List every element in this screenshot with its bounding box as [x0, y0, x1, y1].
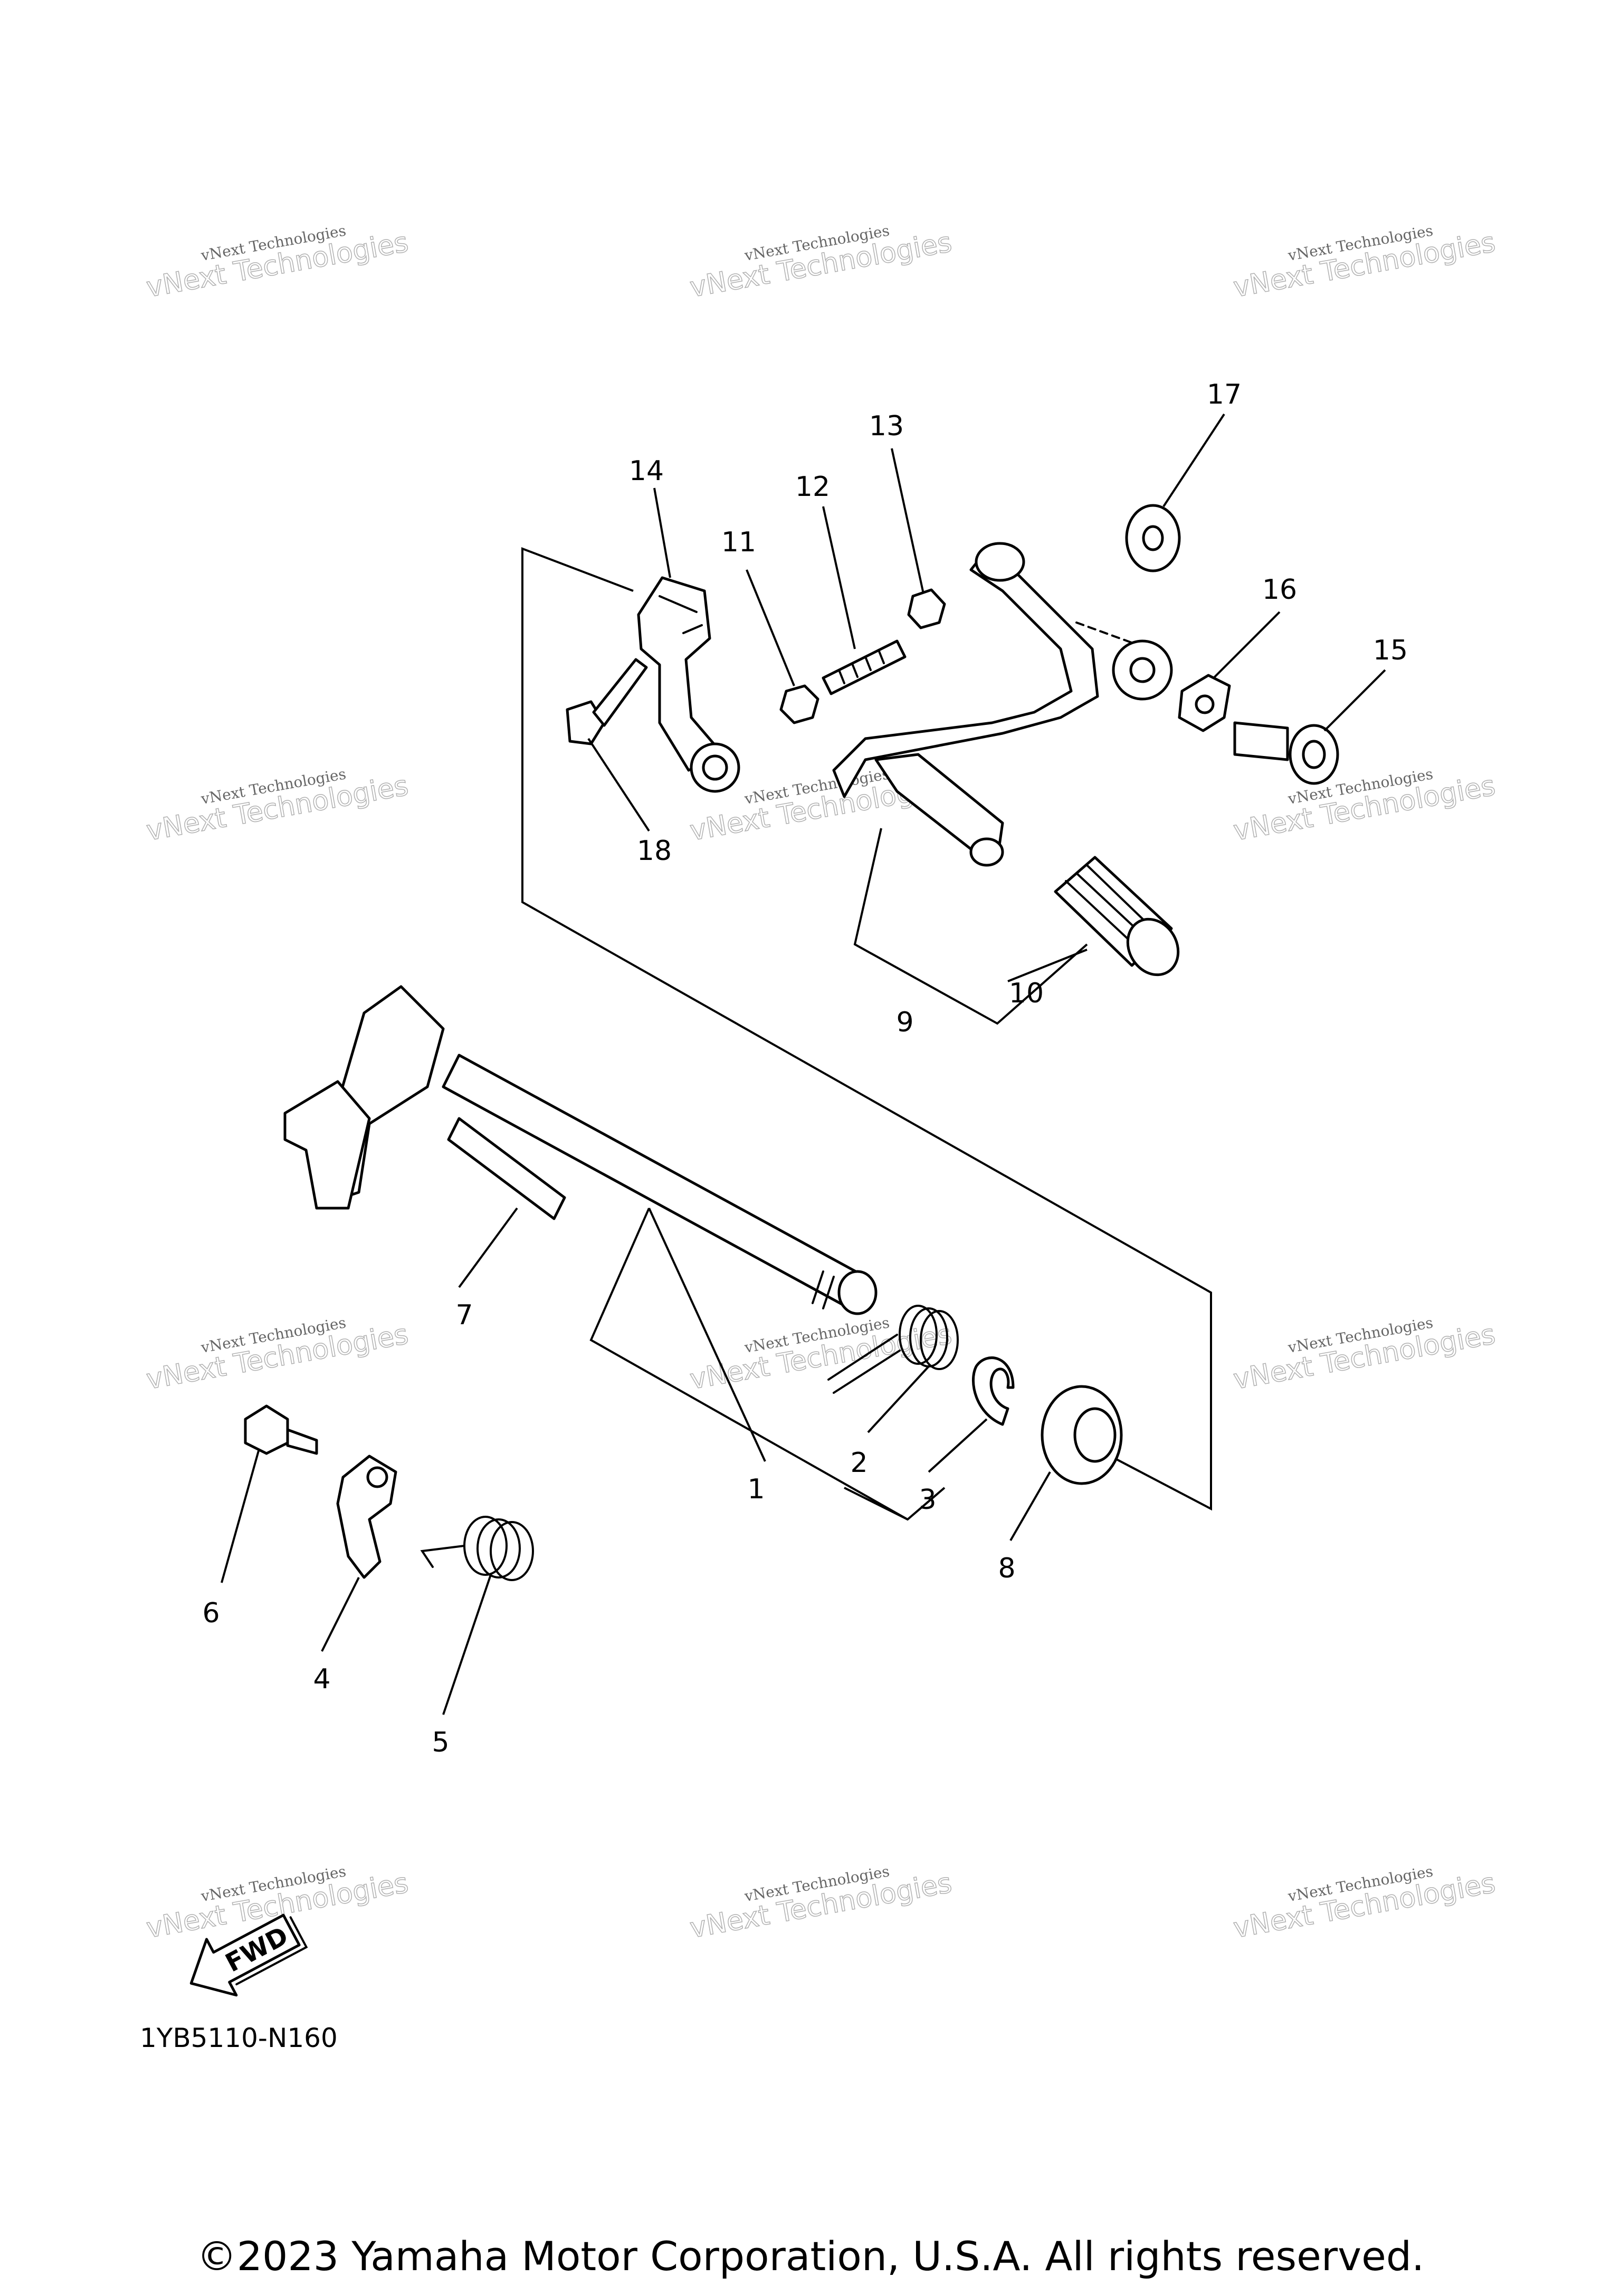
callout-labels: 1 2 3 4 5 6 7 8 9 10 11 12 13 14 15 16 1… [202, 379, 1408, 1758]
pedal-bracket-line [853, 828, 1088, 1025]
part-5-spring [420, 1516, 534, 1581]
watermark: vNext Technologies vNext Technologies [687, 222, 955, 304]
callout-4: 4 [313, 1663, 330, 1695]
part-4-stopper-lever [336, 1455, 397, 1579]
callout-6: 6 [202, 1597, 220, 1629]
callout-3: 3 [919, 1484, 936, 1516]
part-16-circlip [1178, 674, 1231, 732]
part-12-tie-rod [822, 639, 907, 695]
callout-5: 5 [432, 1727, 449, 1758]
upper-assembly-frame [521, 547, 1212, 1511]
callout-17: 17 [1207, 379, 1242, 410]
watermark: vNext Technologies vNext Technologies [1231, 1314, 1498, 1396]
callout-10: 10 [1009, 978, 1044, 1009]
part-6-bolt [244, 1404, 318, 1455]
callout-14: 14 [629, 455, 664, 487]
part-1-shift-shaft [283, 985, 878, 1315]
watermark: vNext Technologies vNext Technologies [144, 222, 411, 304]
part-11-nut [779, 684, 819, 724]
watermark: vNext Technologies vNext Technologies [1231, 1862, 1498, 1945]
part-18-bolt [566, 658, 648, 745]
callout-13: 13 [869, 410, 904, 442]
part-7-pin [447, 1117, 566, 1220]
part-3-e-clip [971, 1356, 1015, 1426]
spring-bracket-line [844, 1487, 946, 1521]
part-9-shift-pedal [832, 542, 1173, 867]
part-15-pivot-bolt [1233, 721, 1339, 785]
watermark: vNext Technologies vNext Technologies [687, 1862, 955, 1945]
part-14-shift-arm [637, 576, 740, 793]
callout-18: 18 [637, 835, 672, 867]
callout-1: 1 [747, 1474, 765, 1505]
callout-7: 7 [455, 1299, 473, 1331]
callout-12: 12 [795, 471, 830, 503]
watermark: vNext Technologies vNext Technologies [1231, 765, 1498, 847]
callout-9: 9 [896, 1007, 913, 1038]
copyright-notice: ©2023 Yamaha Motor Corporation, U.S.A. A… [196, 2233, 1425, 2280]
callout-2: 2 [850, 1447, 867, 1479]
lower-assembly-frame [589, 1208, 908, 1520]
leader-lines [221, 413, 1386, 1715]
watermark: vNext Technologies vNext Technologies [144, 1314, 411, 1396]
drawing-code: 1YB5110-N160 [140, 2023, 338, 2053]
callout-15: 15 [1373, 635, 1408, 666]
part-13-nut [907, 588, 946, 629]
watermark: vNext Technologies vNext Technologies [1231, 222, 1498, 304]
part-17-washer [1125, 504, 1181, 572]
callout-11: 11 [721, 527, 756, 558]
part-10-pedal-rubber [1054, 856, 1180, 977]
callout-8: 8 [998, 1553, 1015, 1584]
watermark: vNext Technologies vNext Technologies [144, 765, 411, 847]
part-8-oil-seal [1041, 1385, 1123, 1485]
callout-16: 16 [1262, 574, 1297, 606]
